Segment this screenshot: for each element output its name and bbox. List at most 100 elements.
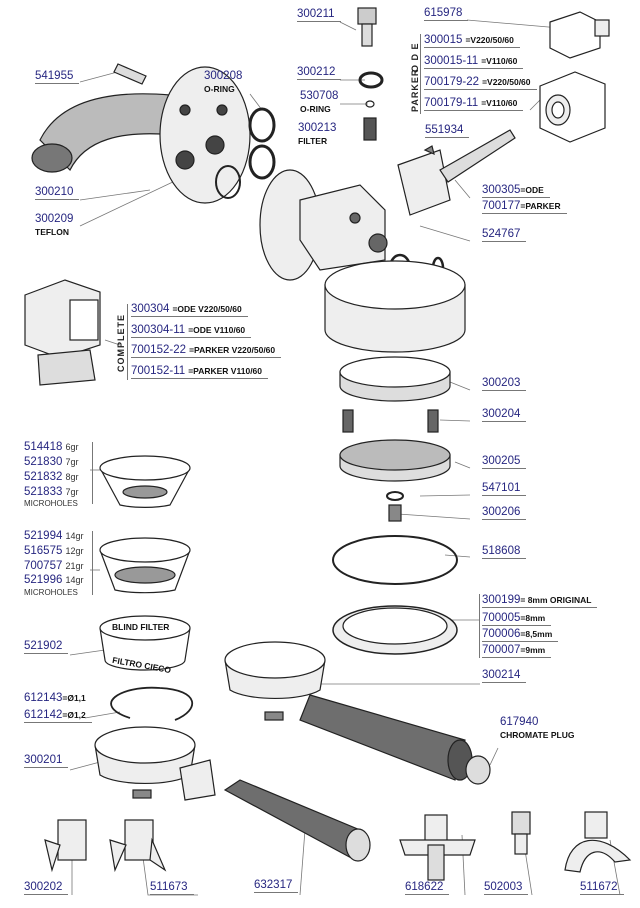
part-number: 300202: [24, 881, 63, 893]
valve-group-complete: COMPLETE: [116, 313, 126, 372]
filter-row: 516575 12gr: [24, 545, 89, 558]
part-number: 700177: [482, 200, 521, 212]
filter-row: 521833 7gr: [24, 486, 84, 499]
filter-row: 514418 6gr: [24, 441, 84, 454]
part-note: =Ø1,1: [62, 693, 86, 703]
part-note: 14gr: [65, 575, 84, 585]
part-note: =PARKER V220/50/60: [189, 345, 276, 355]
part-number: 521994: [24, 530, 63, 542]
part-note: 6gr: [65, 442, 79, 452]
part-number: 521830: [24, 456, 63, 468]
part-label-551934: 551934: [425, 124, 470, 138]
part-note: =ODE V110/60: [188, 325, 246, 335]
part-number: 700152-11: [131, 365, 186, 377]
solenoid-tube-300305: [397, 129, 516, 216]
part-number: 300210: [35, 186, 74, 198]
part-note: 12gr: [65, 546, 84, 556]
part-number: 300213: [298, 122, 337, 134]
part-note: = 8mm ORIGINAL: [520, 595, 592, 605]
part-label-547101: 547101: [482, 482, 527, 496]
single-filter-basket: [99, 455, 191, 509]
part-note: =V110/60: [481, 98, 518, 108]
part-number: 300201: [24, 754, 63, 766]
part-number: 300212: [297, 66, 336, 78]
pipe-300210: [31, 93, 176, 173]
filter-row: 521996 14gr: [24, 574, 89, 587]
part-note: 7gr: [65, 457, 79, 467]
part-note: 7gr: [65, 487, 79, 497]
filter-row: 521832 8gr: [24, 471, 84, 484]
coil-row: 700179-22 =V220/50/60: [424, 76, 537, 90]
valve-table-bracket: [127, 304, 128, 380]
part-label-300206: 300206: [482, 506, 527, 520]
portafilter-300214: [224, 641, 473, 781]
part-note: =V220/50/60: [482, 77, 531, 87]
part-number: 300204: [482, 408, 521, 420]
part-number: 541955: [35, 70, 74, 82]
oring-small: [215, 165, 241, 199]
part-number: 300206: [482, 506, 521, 518]
coil-700179: [539, 71, 606, 143]
part-label-518608: 518608: [482, 545, 527, 559]
part-number: 700179-11: [424, 97, 479, 109]
valve-row: 300304-11 =ODE V110/60: [131, 324, 252, 338]
part-label-502003: 502003: [484, 881, 529, 895]
spout-618622: [399, 814, 476, 881]
part-label-541955: 541955: [35, 70, 80, 84]
part-label-300212: 300212: [297, 66, 342, 80]
double-filter-basket: [99, 537, 191, 594]
part-number: 632317: [254, 879, 293, 891]
spring-row: 612143=Ø1,1: [24, 692, 92, 705]
part-number: 300209: [35, 213, 74, 225]
part-note: =ODE: [520, 185, 544, 195]
fitting-300211: [357, 7, 377, 47]
part-number: 300205: [482, 455, 521, 467]
part-note: =V220/50/60: [465, 35, 514, 45]
part-note: =Ø1,2: [62, 710, 86, 720]
part-number: 700006: [482, 628, 521, 640]
valve-row: 700152-22 =PARKER V220/50/60: [131, 344, 282, 358]
part-number: 521902: [24, 640, 63, 652]
microholes-note: MICROHOLES: [24, 499, 78, 508]
part-number: 700005: [482, 612, 521, 624]
screw-300206: [388, 504, 402, 522]
part-number: 300199: [482, 594, 521, 606]
gasket-518608: [332, 535, 458, 585]
part-number: 524767: [482, 228, 521, 240]
part-note: O-RING: [204, 84, 235, 94]
part-number: 612142: [24, 709, 63, 721]
part-number: 300304: [131, 303, 170, 315]
part-note: 21gr: [65, 561, 84, 571]
part-number: 300304-11: [131, 324, 186, 336]
part-number: 617940: [500, 716, 539, 728]
part-number: 300211: [297, 8, 335, 20]
part-label-618622: 618622: [405, 881, 450, 895]
coil-group-ode: O D E: [410, 42, 420, 72]
part-label-300201: 300201: [24, 754, 69, 768]
filter-300213: [363, 117, 377, 141]
part-label-300204: 300204: [482, 408, 527, 422]
spout-502003: [511, 811, 531, 855]
part-note: =8mm: [520, 613, 546, 623]
group-head: [259, 169, 466, 353]
part-number: 551934: [425, 124, 464, 136]
part-note: 8gr: [65, 472, 79, 482]
leader-lines: [69, 19, 621, 896]
part-number: 700179-22: [424, 76, 479, 88]
gasket-300199: [332, 605, 458, 655]
single-filter-bracket: [92, 442, 93, 504]
washer-547101: [386, 491, 404, 501]
connector-615978: [549, 11, 610, 59]
coil-table-bracket: [420, 34, 421, 114]
handle-632317: [223, 779, 371, 862]
oring-530708: [365, 100, 375, 108]
spring-row: 612142=Ø1,2: [24, 709, 92, 723]
spout-300202: [44, 819, 87, 873]
part-note: =9mm: [520, 645, 546, 655]
coil-group-parker: PARKER: [410, 68, 420, 112]
filter-row: 700757 21gr: [24, 560, 89, 573]
part-label-615978: 615978: [424, 7, 469, 21]
